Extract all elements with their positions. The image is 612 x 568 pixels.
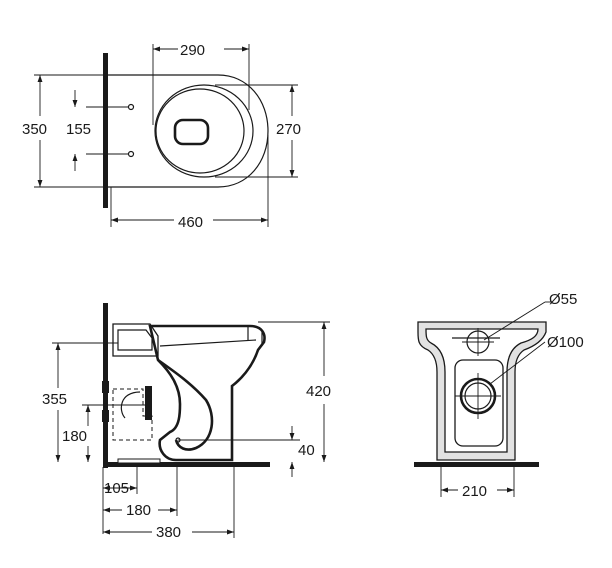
side-pan-body: [148, 324, 266, 462]
dim-460: 460: [178, 214, 203, 231]
dim-inlet-diameter: Ø55: [549, 291, 577, 308]
front-floor: [414, 462, 539, 467]
dim-40: 40: [298, 442, 315, 459]
front-view: Ø55 Ø100 210: [414, 291, 584, 500]
top-wall: [103, 53, 108, 208]
top-drain: [173, 118, 210, 146]
dim-180-horizontal: 180: [126, 502, 151, 519]
side-view: 420 355 180 40 105 180 380: [42, 303, 331, 541]
dim-210: 210: [462, 483, 487, 500]
dim-270: 270: [276, 121, 301, 138]
dim-355: 355: [42, 391, 67, 408]
top-bowl-outline: [108, 74, 269, 188]
dim-105: 105: [104, 480, 129, 497]
dim-420: 420: [306, 383, 331, 400]
dim-155: 155: [66, 121, 91, 138]
top-bowl-rim-inner: [155, 88, 245, 174]
dim-350: 350: [22, 121, 47, 138]
top-fixing-hole-upper: [127, 103, 135, 111]
dim-outlet-diameter: Ø100: [547, 334, 584, 351]
side-connector: [145, 386, 152, 420]
dim-180-vertical: 180: [62, 428, 87, 445]
dim-380: 380: [156, 524, 181, 541]
top-fixing-hole-lower: [127, 150, 135, 158]
dim-290: 290: [180, 42, 205, 59]
side-back-housing: [112, 323, 159, 357]
top-bowl-rim-outer: [154, 84, 254, 178]
side-base-trim: [117, 458, 161, 464]
side-floor: [103, 462, 270, 467]
top-view: 290 350 155 270 460: [22, 42, 301, 231]
